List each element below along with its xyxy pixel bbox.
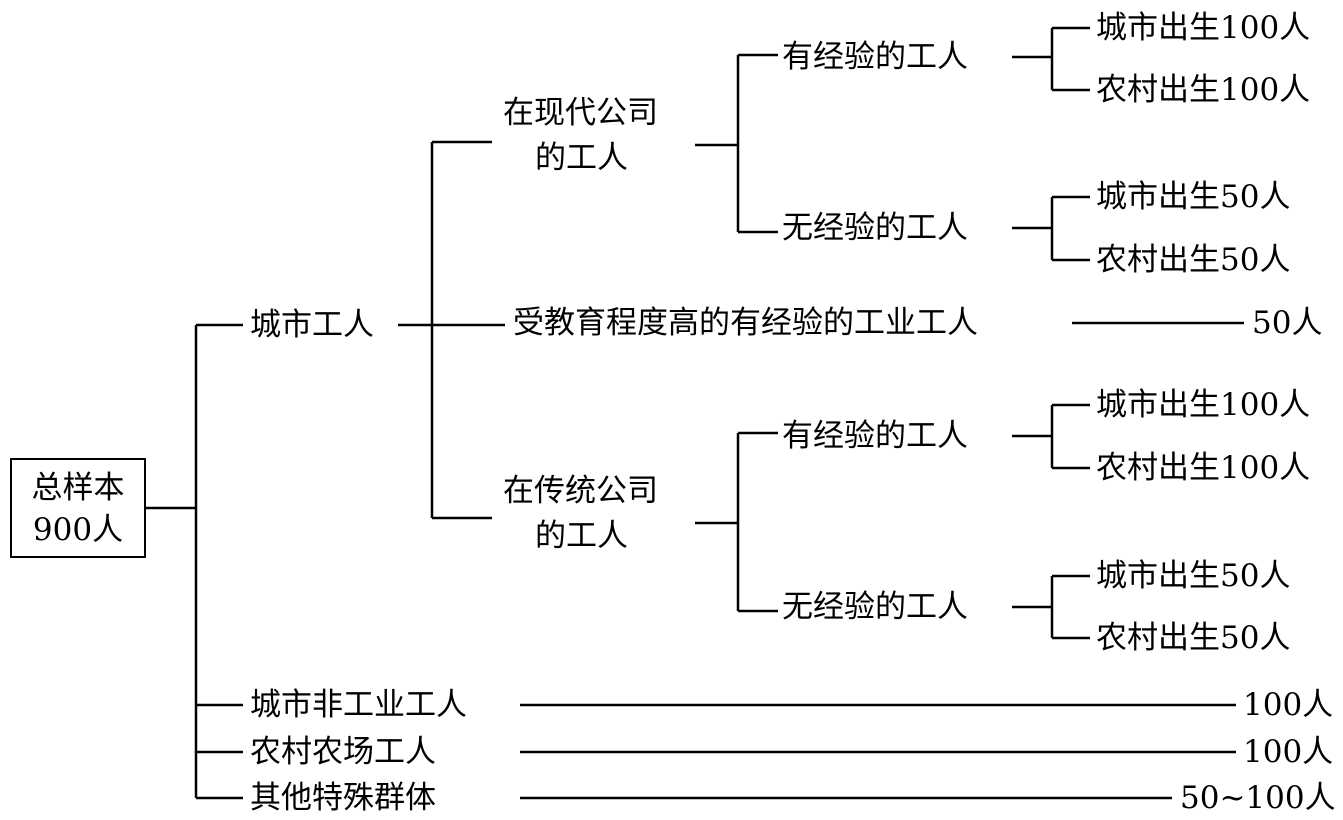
count-nonindustrial: 100人 bbox=[1243, 687, 1334, 723]
node-special-groups: 其他特殊群体 bbox=[250, 780, 436, 816]
node-modern-inexperienced: 无经验的工人 bbox=[782, 210, 968, 246]
node-modern-line1: 在现代公司 bbox=[503, 95, 658, 131]
node-urban-nonindustrial: 城市非工业工人 bbox=[250, 687, 467, 723]
leaf-rural-born-50: 农村出生50人 bbox=[1096, 620, 1291, 656]
root-node: 总样本 900人 bbox=[10, 458, 146, 558]
node-traditional-experienced: 有经验的工人 bbox=[782, 418, 968, 454]
node-modern-line2: 的工人 bbox=[535, 140, 628, 176]
leaf-city-born-50: 城市出生50人 bbox=[1096, 558, 1291, 594]
leaf-city-born-100: 城市出生100人 bbox=[1096, 387, 1311, 423]
node-traditional-line2: 的工人 bbox=[535, 518, 628, 554]
node-traditional-line1: 在传统公司 bbox=[503, 473, 658, 509]
leaf-rural-born-100: 农村出生100人 bbox=[1096, 450, 1311, 486]
leaf-city-born-50: 城市出生50人 bbox=[1096, 179, 1291, 215]
leaf-rural-born-50: 农村出生50人 bbox=[1096, 242, 1291, 278]
node-rural-farm: 农村农场工人 bbox=[250, 734, 436, 770]
node-traditional-inexperienced: 无经验的工人 bbox=[782, 589, 968, 625]
count-farm: 100人 bbox=[1243, 734, 1334, 770]
node-educated: 受教育程度高的有经验的工业工人 bbox=[513, 305, 978, 341]
leaf-city-born-100: 城市出生100人 bbox=[1096, 10, 1311, 46]
node-urban-workers: 城市工人 bbox=[250, 307, 374, 343]
node-modern-experienced: 有经验的工人 bbox=[782, 39, 968, 75]
count-special: 50~100人 bbox=[1180, 780, 1336, 816]
root-label: 总样本 bbox=[31, 470, 125, 506]
count-educated: 50人 bbox=[1252, 305, 1323, 341]
root-total: 900人 bbox=[32, 512, 124, 548]
leaf-rural-born-100: 农村出生100人 bbox=[1096, 72, 1311, 108]
